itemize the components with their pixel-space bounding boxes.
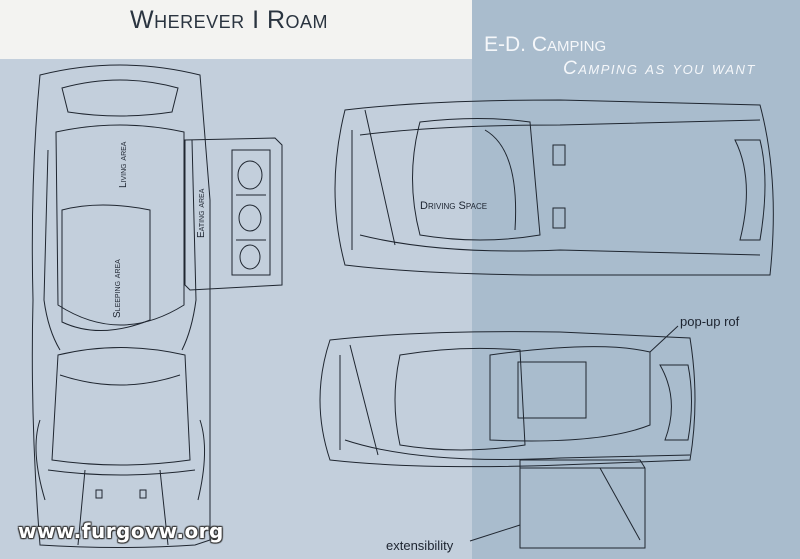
living-area-label: Living area: [118, 141, 129, 188]
vertical-van-outline: [31, 64, 211, 548]
extensibility-module: [519, 459, 646, 549]
tagline: Camping as you want: [563, 58, 756, 79]
watermark: www.furgovw.org: [18, 519, 224, 543]
page-title: Wherever I Roam: [130, 6, 329, 34]
eating-area-module: [184, 137, 283, 291]
driving-space-label: Driving Space: [420, 200, 488, 212]
eating-area-label: Eating area: [196, 188, 207, 238]
horizontal-van-top-outline: [334, 99, 774, 276]
sleeping-area-label: Sleeping area: [112, 259, 123, 318]
label-pointers: [469, 325, 679, 542]
extensibility-label: extensibility: [386, 538, 454, 553]
horizontal-van-bottom-outline: [319, 331, 696, 468]
brand-name: E-D. Camping: [484, 33, 607, 56]
popup-roof-label: pop-up rof: [680, 314, 740, 329]
